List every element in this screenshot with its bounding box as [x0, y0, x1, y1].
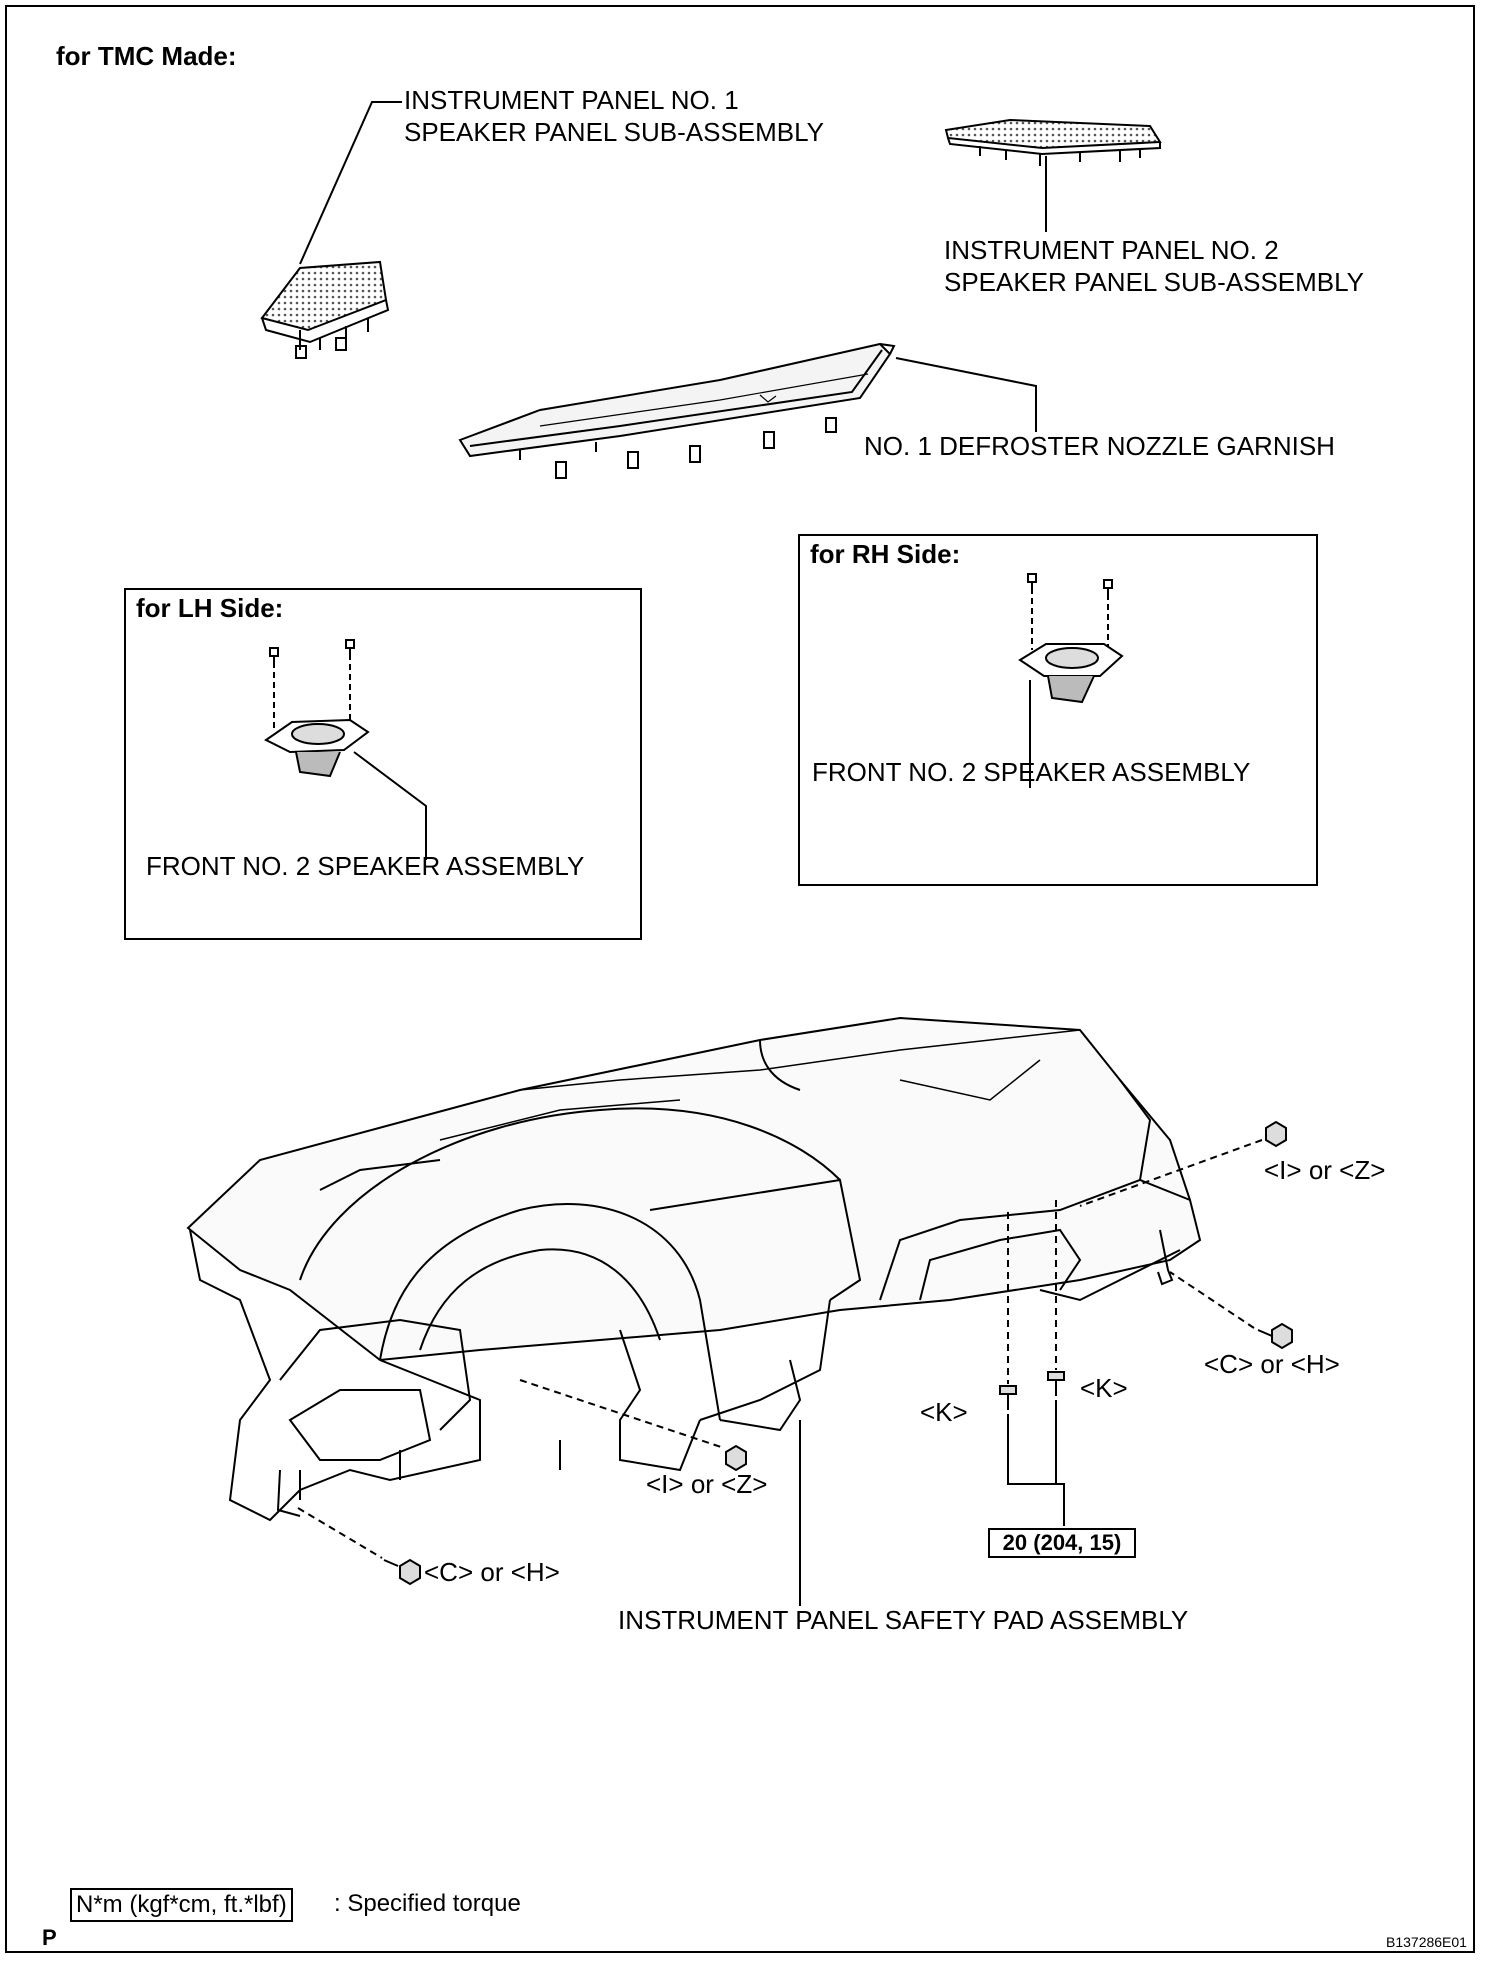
figure-code: B137286E01	[1386, 1934, 1467, 1950]
leader-defroster	[895, 357, 1037, 432]
torque-spec-box: 20 (204, 15)	[988, 1528, 1136, 1558]
page-title: for TMC Made:	[56, 41, 237, 71]
rh-speaker-label: FRONT NO. 2 SPEAKER ASSEMBLY	[812, 757, 1251, 787]
fastener-iz-right-label: <I> or <Z>	[1264, 1155, 1386, 1185]
safety-pad-drawing	[186, 1016, 1202, 1522]
nut-left-drawing	[519, 1379, 747, 1472]
fastener-ch-left-label: <C> or <H>	[424, 1557, 560, 1587]
rh-side-title: for RH Side:	[810, 539, 961, 569]
bolt-right-drawing	[1169, 1271, 1293, 1350]
rh-side-box	[798, 534, 1318, 886]
speaker-panel-2-label-line1: INSTRUMENT PANEL NO. 2	[944, 235, 1279, 265]
speaker-panel-2-drawing	[944, 118, 1162, 166]
diagram-frame	[5, 5, 1475, 1953]
fastener-k-left-label: <K>	[920, 1397, 968, 1427]
lh-speaker-label: FRONT NO. 2 SPEAKER ASSEMBLY	[146, 851, 585, 881]
fastener-k-right-label: <K>	[1080, 1373, 1128, 1403]
rh-speaker-drawing	[1018, 573, 1124, 704]
lh-side-box	[124, 588, 642, 940]
speaker-panel-1-label-line2: SPEAKER PANEL SUB-ASSEMBLY	[404, 117, 824, 147]
leader-speaker-panel-1	[299, 101, 402, 265]
torque-unit-legend: N*m (kgf*cm, ft.*lbf)	[70, 1888, 293, 1922]
bolt-left-drawing	[297, 1507, 421, 1586]
leader-lh-speaker	[353, 751, 427, 860]
lh-side-title: for LH Side:	[136, 593, 284, 623]
speaker-panel-1-label-line1: INSTRUMENT PANEL NO. 1	[404, 85, 739, 115]
speaker-panel-2-label-line2: SPEAKER PANEL SUB-ASSEMBLY	[944, 267, 1364, 297]
safety-pad-label: INSTRUMENT PANEL SAFETY PAD ASSEMBLY	[618, 1605, 1189, 1635]
k-bolts-drawing	[999, 1200, 1065, 1526]
legend-text: : Specified torque	[334, 1890, 521, 1917]
defroster-label: NO. 1 DEFROSTER NOZZLE GARNISH	[864, 431, 1335, 461]
fastener-ch-right-label: <C> or <H>	[1204, 1349, 1340, 1379]
section-letter: P	[42, 1925, 57, 1950]
lh-speaker-drawing	[264, 639, 370, 778]
defroster-garnish-drawing	[458, 342, 896, 479]
nut-right-drawing	[1079, 1120, 1287, 1207]
fastener-iz-left-label: <I> or <Z>	[646, 1469, 768, 1499]
speaker-panel-1-drawing	[260, 260, 390, 359]
